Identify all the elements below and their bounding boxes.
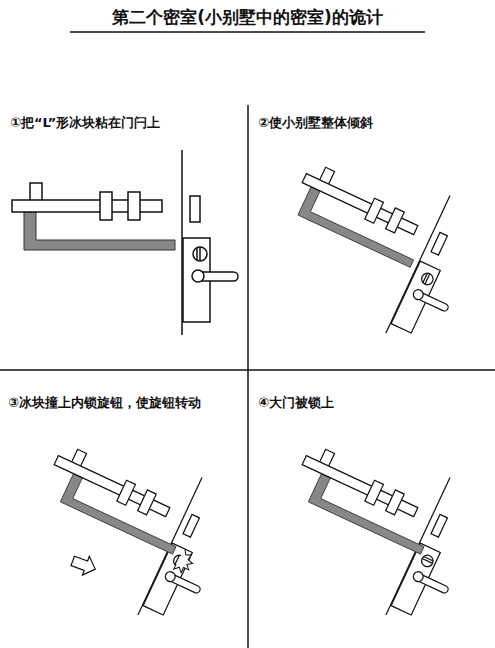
panel-caption: ①把“L”形冰块粘在门闩上 — [10, 114, 160, 132]
page-title: 第二个密室(小别墅中的密室)的诡计 — [0, 6, 495, 29]
panel-caption: ②使小别墅整体倾斜 — [258, 114, 373, 132]
panel-caption: ④大门被锁上 — [258, 394, 334, 412]
panel-caption: ③冰块撞上内锁旋钮，使旋钮转动 — [8, 394, 201, 412]
